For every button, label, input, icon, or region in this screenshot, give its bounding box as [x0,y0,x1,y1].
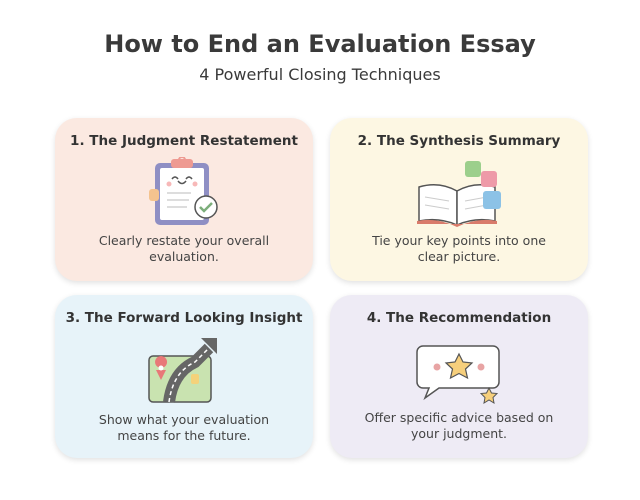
page-title: How to End an Evaluation Essay [104,30,536,58]
card-description: Clearly restate your overall evaluation. [98,233,270,264]
card-synthesis-summary: 2. The Synthesis Summary Tie your key po… [330,118,588,281]
card-title: 4. The Recommendation [366,310,552,326]
clipboard-check-icon [149,157,218,225]
card-recommendation: 4. The Recommendation Offer specific adv… [330,295,588,458]
card-description: Offer specific advice based on your judg… [364,410,554,441]
book-puzzle-icon [417,161,501,227]
map-road-arrow-icon [148,338,217,403]
card-title: 3. The Forward Looking Insight [65,310,303,326]
speech-bubble-star-icon [416,345,500,404]
card-judgment-restatement: 1. The Judgment Restatement Clearly rest… [55,118,313,281]
card-title: 2. The Synthesis Summary [357,133,561,149]
card-description: Show what your evaluation means for the … [98,412,270,443]
card-description: Tie your key points into one clear pictu… [372,233,546,264]
card-forward-looking-insight: 3. The Forward Looking Insight Show what… [55,295,313,458]
page-subtitle: 4 Powerful Closing Techniques [199,65,441,84]
card-title: 1. The Judgment Restatement [70,133,298,149]
